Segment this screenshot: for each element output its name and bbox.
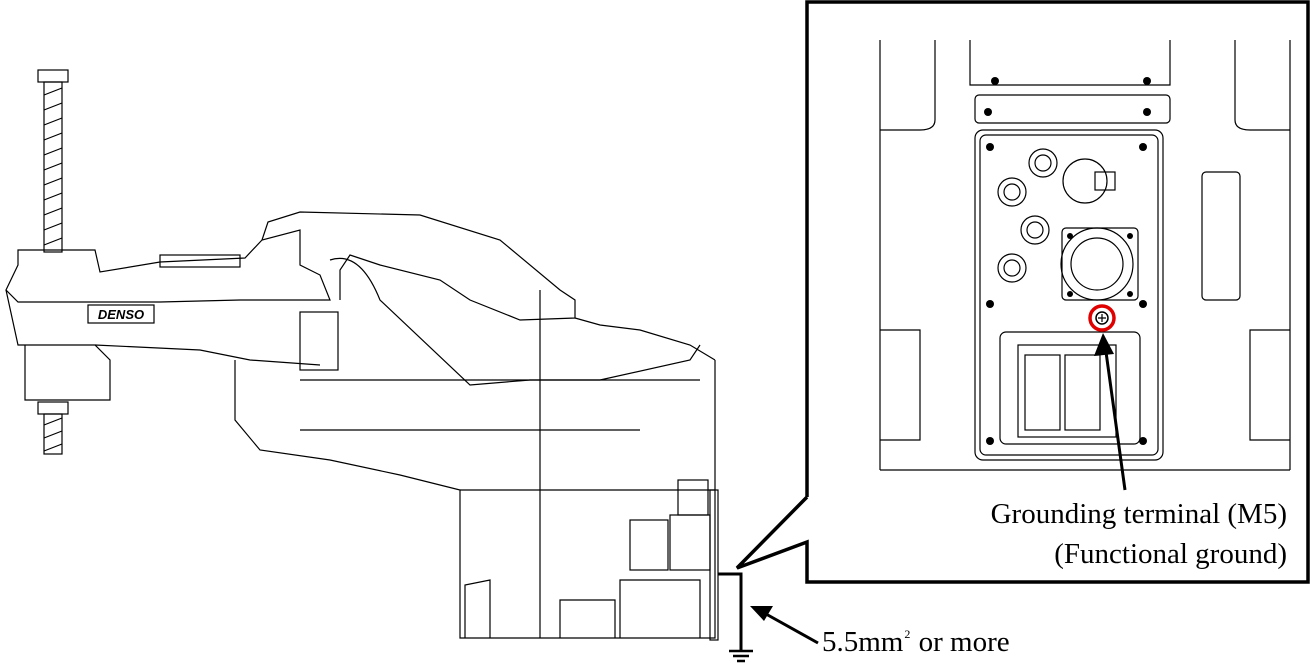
callout-box — [735, 0, 1310, 584]
grounding-terminal-label: Grounding terminal (M5) — [990, 498, 1287, 530]
panel-screws — [984, 77, 1151, 445]
wire-size-suffix: or more — [911, 626, 1010, 658]
wire-size-value: 5.5mm — [822, 626, 904, 658]
arm-1 — [261, 211, 576, 321]
highlight-ring — [1088, 304, 1116, 332]
grounding-terminal-icon — [1088, 304, 1116, 332]
ground-symbol-icon — [729, 649, 753, 663]
denso-logo-text: DENSO — [98, 307, 144, 322]
denso-logo: DENSO — [87, 304, 155, 324]
wire-size-superscript: 2 — [904, 627, 911, 641]
functional-ground-label: (Functional ground) — [1054, 538, 1287, 570]
ground-wire — [718, 572, 743, 650]
terminal-pointer-arrow-icon — [1094, 333, 1127, 491]
wire-size-label: 5.5mm2 or more — [822, 628, 1010, 657]
robot-base — [234, 360, 716, 639]
wire-size-arrow-icon — [750, 606, 819, 645]
scara-robot — [5, 69, 719, 641]
arm-2 — [5, 229, 331, 303]
robot-rear-panel — [879, 40, 1291, 471]
ball-screw-shaft — [37, 69, 69, 455]
